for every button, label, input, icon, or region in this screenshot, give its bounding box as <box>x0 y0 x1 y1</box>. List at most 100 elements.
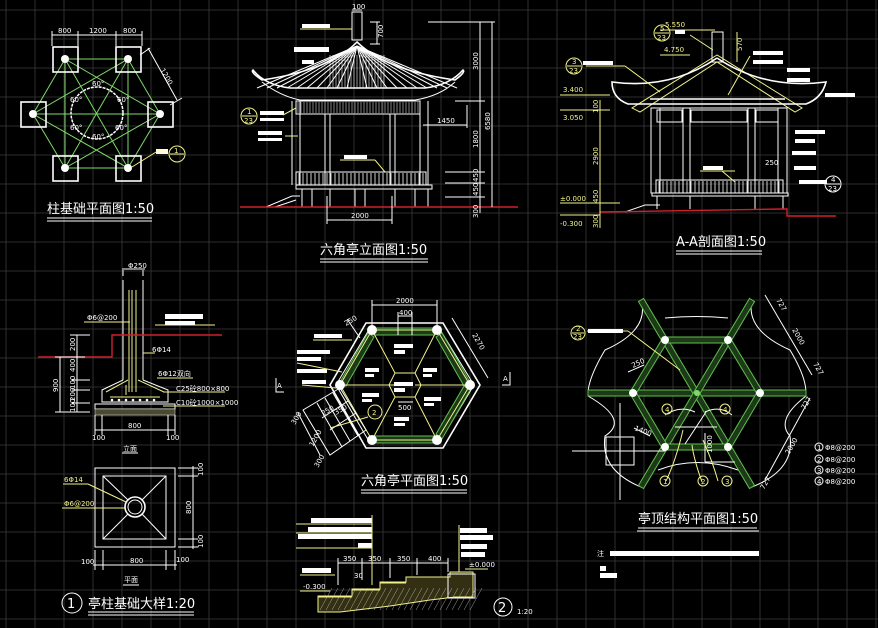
roof-tile-line <box>296 45 358 89</box>
roof-tiles <box>256 45 458 89</box>
hatch-line <box>433 587 447 611</box>
elevation-dimension-lines <box>326 9 495 224</box>
step-dim: 350 <box>368 555 381 563</box>
roof-tile-line <box>356 45 398 89</box>
plan-dim-right: 100 <box>176 556 189 564</box>
plan-columns <box>335 325 475 445</box>
dim-250: 250 <box>765 159 778 167</box>
level-5-550: 5.550 <box>665 21 685 29</box>
plan-outer-hexagon <box>329 322 481 449</box>
railing-balusters <box>298 173 424 185</box>
roof-tile-line <box>256 45 358 89</box>
plan-callout-number: 2 <box>372 409 376 417</box>
dim-800-right: 800 <box>123 27 136 35</box>
roof-center-node <box>694 390 700 396</box>
callout-top: 5 <box>660 25 664 33</box>
roof-outline <box>251 40 465 89</box>
hatch-line <box>439 587 453 611</box>
foundation-detail-title: 亭柱基础大样1:20 <box>88 596 195 612</box>
pavilion-plan-title: 六角亭平面图1:50 <box>361 473 468 489</box>
hatch-line <box>343 587 357 611</box>
hatch-line <box>403 587 417 611</box>
step-detail-number-circle <box>493 597 513 617</box>
hatch-line <box>469 587 483 611</box>
section-labels <box>583 30 855 184</box>
dim-total-height: 6580 <box>484 112 492 130</box>
foundation-plan: 800 1200 800 1200 60° 60° 60° 60° 60° 60… <box>20 27 186 222</box>
angle-label: 60° <box>92 80 104 88</box>
dim-left: 100 <box>92 434 105 442</box>
dim-finial-width: 100 <box>352 3 365 11</box>
legend-number: 3 <box>817 467 821 475</box>
note-text-redacted <box>610 551 759 556</box>
section-roof-outline <box>611 57 828 105</box>
hatch-line <box>427 587 441 611</box>
level-3-400: 3.400 <box>563 86 583 94</box>
roof-tile-line <box>316 45 358 89</box>
hatch-line <box>451 587 465 611</box>
roof-tile-line <box>356 45 448 89</box>
hatch-line <box>361 587 375 611</box>
column-inner-circle <box>127 499 143 515</box>
plan-dim-width: 800 <box>130 557 143 565</box>
dim-span: 1450 <box>437 117 455 125</box>
dim-rail-height: 450 <box>472 169 480 182</box>
note-text-redacted <box>600 573 617 578</box>
roof-nodes <box>629 336 764 451</box>
callout-bottom: 23 <box>569 67 578 75</box>
section-mark-right: A <box>503 375 508 383</box>
cushion-layer <box>94 408 176 416</box>
dim-v5: 100 <box>69 399 77 412</box>
dim-v4: 200 <box>69 388 77 401</box>
note-column-dia: Φ250 <box>128 262 147 270</box>
roof-marker-leaders <box>587 330 719 483</box>
step-dim: 400 <box>428 555 441 563</box>
dim-300: 300 <box>592 215 600 228</box>
note-label: 注 <box>597 549 604 558</box>
hatch-line <box>421 587 435 611</box>
note-text-redacted <box>600 566 606 571</box>
plan-dim-bottom: 100 <box>197 535 205 548</box>
dim-finial: 570 <box>736 38 744 51</box>
plan-dim-left: 100 <box>81 558 94 566</box>
roof-finial <box>351 11 363 41</box>
step-section <box>317 571 483 613</box>
pavilion-plan: 2000 400 2270 250 500 300 1200 300 250 3… <box>275 297 511 494</box>
dim-v1: 200 <box>69 338 77 351</box>
plan-dim-center: 500 <box>398 404 411 412</box>
dim-v2: 400 <box>69 359 77 372</box>
section-title: A-A剖面图1:50 <box>676 235 766 250</box>
redacted-label <box>165 321 195 325</box>
level-3-050: 3.050 <box>563 114 583 122</box>
legend-text: Φ8@200 <box>825 444 855 452</box>
redacted-label <box>156 149 168 154</box>
redacted-label <box>165 314 203 319</box>
roof-tile-line <box>266 45 358 89</box>
callout-top: 4 <box>831 176 836 184</box>
redacted-label <box>588 329 623 333</box>
note-stirrup: Φ6@200 <box>87 314 117 322</box>
center-circle <box>70 86 124 140</box>
roof-structure-plan: 2 23 4 4 1 2 3 727 2000 727 727 2000 727… <box>570 294 855 532</box>
column-circle <box>124 496 146 518</box>
hatch-line <box>325 587 339 611</box>
hatch-line <box>373 587 387 611</box>
elevation-labels <box>258 24 386 173</box>
step-level-low: -0.300 <box>303 583 326 591</box>
column-dots <box>29 55 164 172</box>
elevation-callout-circle <box>240 107 258 125</box>
plan-dimension-lines <box>275 300 511 403</box>
marker-1: 1 <box>663 478 667 486</box>
dim-right: 100 <box>166 434 179 442</box>
level-0-000: ±0.000 <box>560 195 586 203</box>
elevation-label: 立面 <box>123 444 137 453</box>
angle-label: 60° <box>92 133 104 141</box>
pavilion-elevation: 100 700 3000 6580 1800 450 450 300 1450 … <box>240 3 518 263</box>
section-callout-4-23: 4 23 <box>824 175 842 193</box>
callout-bottom: 23 <box>573 333 582 341</box>
hatch-line <box>457 587 471 611</box>
roof-callout-2-23: 2 23 <box>570 325 586 341</box>
dim-body-height: 1800 <box>472 130 480 148</box>
